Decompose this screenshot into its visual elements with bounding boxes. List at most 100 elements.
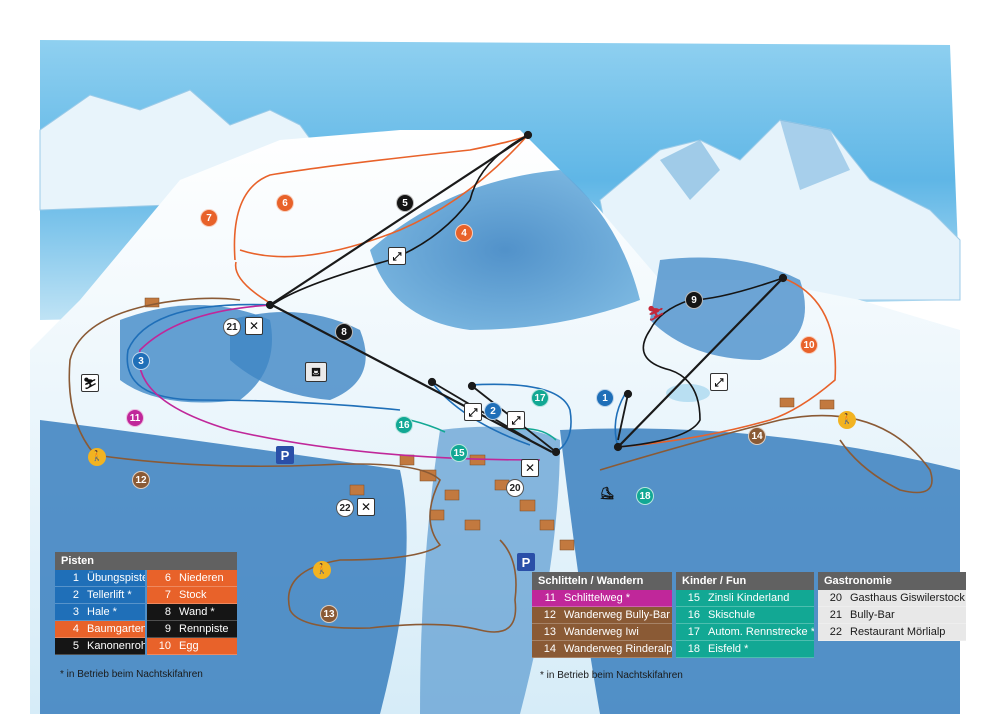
legend-schlitteln-note: * in Betrieb beim Nachtskifahren	[540, 670, 683, 681]
map-marker-9[interactable]: 9	[685, 291, 703, 309]
map-marker-5[interactable]: 5	[396, 194, 414, 212]
legend-row-label: Skischule	[708, 609, 756, 621]
legend-row-label: Kanonenrohr	[87, 640, 145, 652]
legend-row-number: 9	[164, 623, 171, 635]
map-marker-18[interactable]: 18	[636, 487, 654, 505]
legend-row-label: Bully-Bar	[850, 609, 895, 621]
map-marker-8[interactable]: 8	[335, 323, 353, 341]
lift-8	[271, 304, 553, 453]
legend-row-10: 10 Egg	[147, 638, 237, 655]
map-marker-6[interactable]: 6	[276, 194, 294, 212]
legend-row-17: 17 Autom. Rennstrecke *	[676, 624, 814, 641]
map-marker-4[interactable]: 4	[455, 224, 473, 242]
ski-lift-icon: ⤢	[710, 373, 728, 391]
legend-row-20: 20 Gasthaus Giswilerstock	[818, 590, 966, 607]
map-marker-11[interactable]: 11	[126, 409, 144, 427]
legend-pisten-note: * in Betrieb beim Nachtskifahren	[60, 669, 203, 680]
wanderweg-13	[94, 454, 517, 633]
legend-row-number: 22	[829, 626, 842, 638]
wanderweg-14	[599, 414, 933, 494]
legend-row-6: 6 Niederen	[147, 570, 237, 587]
legend-row-number: 7	[164, 589, 171, 601]
map-marker-7[interactable]: 7	[200, 209, 218, 227]
legend-row-label: Egg	[179, 640, 199, 652]
ski-lift-icon: ⤢	[388, 247, 406, 265]
hiker-icon: 🚶	[88, 448, 106, 466]
map-marker-13[interactable]: 13	[320, 605, 338, 623]
legend-row-number: 10	[158, 640, 171, 652]
map-marker-15[interactable]: 15	[450, 444, 468, 462]
legend-row-label: Schlittelweg *	[564, 592, 631, 604]
piste-1	[614, 393, 626, 448]
legend-row-label: Wanderweg Rinderalp	[564, 643, 672, 655]
legend-row-label: Niederen	[179, 572, 224, 584]
legend-row-label: Zinsli Kinderland	[708, 592, 790, 604]
legend-row-number: 15	[687, 592, 700, 604]
legend-row-number: 6	[164, 572, 171, 584]
restaurant-icon: ✕	[521, 459, 539, 477]
map-marker-1[interactable]: 1	[596, 389, 614, 407]
piste-4	[239, 134, 529, 258]
map-marker-21[interactable]: 21	[223, 318, 241, 336]
map-marker-14[interactable]: 14	[748, 427, 766, 445]
legend-row-number: 12	[543, 609, 556, 621]
legend-row-12: 12 Wanderweg Bully-Bar	[532, 607, 672, 624]
wanderweg-12	[68, 297, 241, 456]
map-marker-17[interactable]: 17	[531, 389, 549, 407]
sled-icon: ⛷	[81, 374, 99, 392]
map-marker-10[interactable]: 10	[800, 336, 818, 354]
legend-row-label: Wanderweg Bully-Bar	[564, 609, 670, 621]
legend-pisten-title: Pisten	[55, 552, 237, 570]
map-marker-22[interactable]: 22	[336, 499, 354, 517]
restaurant-icon: ✕	[357, 498, 375, 516]
legend-row-number: 8	[164, 606, 171, 618]
legend-gastro-title: Gastronomie	[818, 572, 966, 590]
map-marker-12[interactable]: 12	[132, 471, 150, 489]
map-marker-20[interactable]: 20	[506, 479, 524, 497]
hiker-icon: 🚶	[313, 561, 331, 579]
map-marker-2[interactable]: 2	[484, 402, 502, 420]
skier-icon: ⛷	[647, 306, 665, 322]
skate-icon: ⛸	[599, 486, 615, 500]
legend-row-number: 11	[544, 592, 556, 604]
legend-row-label: Wanderweg Iwi	[564, 626, 639, 638]
ice-rink	[666, 384, 710, 402]
legend-row-number: 20	[829, 592, 842, 604]
ski-lift-icon: ⤢	[464, 403, 482, 421]
legend-row-8: 8 Wand *	[147, 604, 237, 621]
legend-row-label: Gasthaus Giswilerstock	[850, 592, 965, 604]
legend-row-15: 15 Zinsli Kinderland	[676, 590, 814, 607]
legend-row-label: Wand *	[179, 606, 215, 618]
legend-row-label: Autom. Rennstrecke *	[708, 626, 814, 638]
legend-row-label: Übungspiste	[87, 572, 145, 584]
legend-row-label: Baumgarten	[87, 623, 145, 635]
legend-row-number: 21	[829, 609, 842, 621]
parking-icon: P	[517, 553, 535, 571]
piste-6	[233, 134, 529, 261]
map-marker-3[interactable]: 3	[132, 352, 150, 370]
legend-row-number: 17	[687, 626, 700, 638]
map-marker-16[interactable]: 16	[395, 416, 413, 434]
village	[144, 297, 835, 551]
legend-row-label: Hale *	[87, 606, 117, 618]
piste-3	[126, 303, 401, 411]
legend-row-number: 16	[687, 609, 700, 621]
legend-row-label: Tellerlift *	[87, 589, 132, 601]
chairlift-icon: ⛾	[305, 362, 327, 382]
lift-5	[269, 134, 529, 306]
legend-row-16: 16 Skischule	[676, 607, 814, 624]
legend-schlitteln-title: Schlitteln / Wandern	[532, 572, 672, 590]
